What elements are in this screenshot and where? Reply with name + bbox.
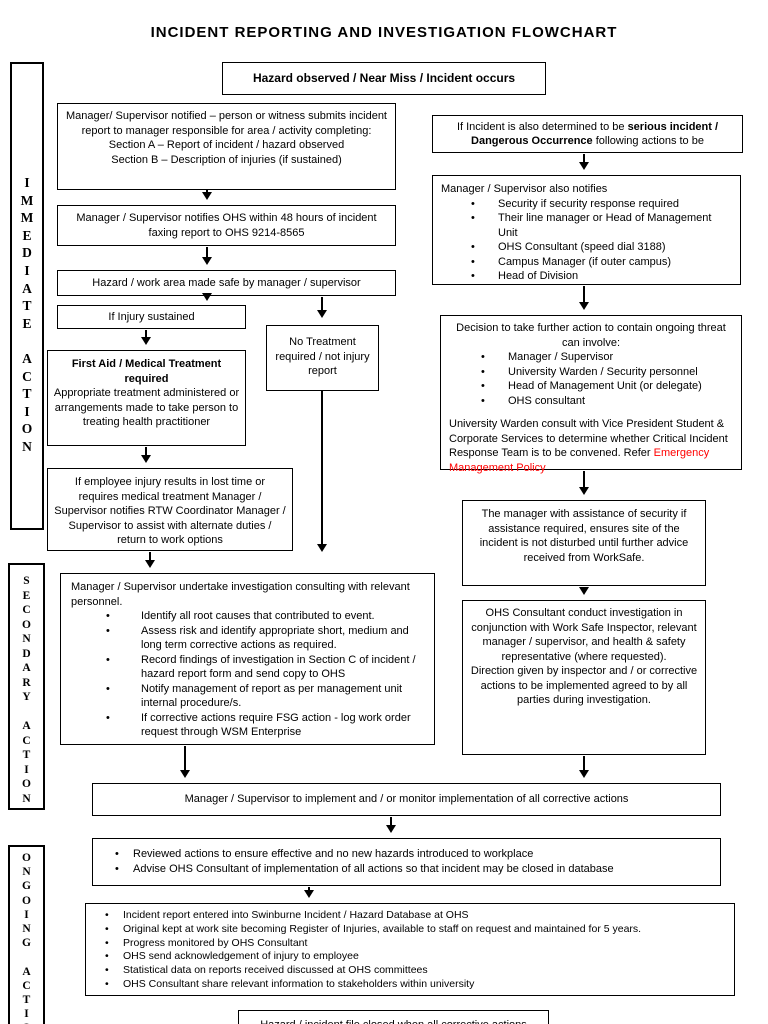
box-worksafe-site: The manager with assistance of security … — [462, 500, 706, 586]
list-item: Head of Division — [441, 269, 732, 284]
database-list: Incident report entered into Swinburne I… — [90, 909, 730, 992]
box-rtw-coordinator: If employee injury results in lost time … — [47, 468, 293, 551]
list-item: Manager / Supervisor — [449, 350, 733, 365]
list-item: Statistical data on reports received dis… — [90, 964, 730, 978]
page-title: INCIDENT REPORTING AND INVESTIGATION FLO… — [150, 24, 618, 41]
list-item: Security if security response required — [441, 197, 732, 212]
box-reviewed-actions: Reviewed actions to ensure effective and… — [92, 838, 721, 886]
box-investigation: Manager / Supervisor undertake investiga… — [60, 573, 435, 745]
list-item: OHS Consultant (speed dial 3188) — [441, 240, 732, 255]
arrow-down-reviewed-to-database — [304, 887, 314, 898]
arrow-down-ohs-investigation-to-implement — [579, 756, 589, 778]
first-aid-heading: First Aid / Medical Treatment required — [71, 358, 222, 385]
list-item: Incident report entered into Swinburne I… — [90, 909, 730, 923]
box-hazard-observed: Hazard observed / Near Miss / Incident o… — [222, 62, 546, 95]
box-incident-database: Incident report entered into Swinburne I… — [85, 903, 735, 996]
decision-paragraph-text: University Warden consult with Vice Pres… — [449, 418, 728, 459]
box-first-aid: First Aid / Medical Treatment required A… — [47, 350, 246, 446]
arrow-down-investigation-to-implement — [180, 746, 190, 778]
arrow-down-worksafe-to-ohs-investigation — [579, 587, 589, 595]
list-item: Record findings of investigation in Sect… — [71, 653, 424, 682]
list-item: Advise OHS Consultant of implementation … — [97, 862, 716, 877]
box-bottom-partial: Hazard / incident file closed when all c… — [238, 1010, 549, 1024]
arrow-down-decision-to-worksafe — [579, 471, 589, 495]
list-item: Original kept at work site becoming Regi… — [90, 923, 730, 937]
arrow-down-serious-to-also-notifies — [579, 154, 589, 170]
list-item: Campus Manager (if outer campus) — [441, 255, 732, 270]
arrow-down-implement-to-reviewed — [386, 817, 396, 833]
box-hazard-made-safe: Hazard / work area made safe by manager … — [57, 270, 396, 296]
decision-list: Manager / Supervisor University Warden /… — [449, 350, 733, 408]
list-item: Identify all root causes that contribute… — [71, 609, 424, 624]
list-item: Reviewed actions to ensure effective and… — [97, 847, 716, 862]
decision-paragraph: University Warden consult with Vice Pres… — [449, 417, 733, 475]
box-implement-actions: Manager / Supervisor to implement and / … — [92, 783, 721, 816]
serious-seg: / — [711, 120, 719, 133]
investigation-list: Identify all root causes that contribute… — [71, 609, 424, 740]
serious-seg: following actions to be — [592, 135, 704, 147]
serious-seg-bold: serious incident — [627, 120, 712, 133]
arrow-down-injury-to-first-aid — [141, 330, 151, 345]
box-decision: Decision to take further action to conta… — [440, 315, 742, 474]
investigation-intro: Manager / Supervisor undertake investiga… — [71, 581, 410, 608]
emergency-policy-link[interactable]: Emergency Management Policy — [449, 447, 710, 474]
list-item: If corrective actions require FSG action… — [71, 711, 424, 740]
box-no-treatment: No Treatment required / not injury repor… — [266, 325, 379, 391]
list-item: OHS consultant — [449, 394, 733, 409]
decision-heading: Decision to take further action to conta… — [456, 322, 726, 349]
box-serious-incident: If Incident is also determined to be ser… — [432, 115, 743, 153]
box-also-notifies: Manager / Supervisor also notifies Secur… — [432, 175, 741, 285]
serious-seg: If Incident is also determined to be — [456, 120, 628, 133]
arrow-down-rtw-to-investigation — [145, 552, 155, 568]
list-item: OHS send acknowledgement of injury to em… — [90, 950, 730, 964]
list-item: Assess risk and identify appropriate sho… — [71, 624, 424, 653]
arrow-down-first-aid-to-rtw — [141, 447, 151, 463]
serious-incident-text: If Incident is also determined to be ser… — [439, 120, 736, 149]
also-notifies-list: Security if security response required T… — [441, 197, 732, 284]
list-item: Head of Management Unit (or delegate) — [449, 379, 733, 394]
sidebar-ongoing-action: O N G O I N G A C T I O N — [8, 845, 45, 1024]
arrow-down-safe-to-no-treatment — [317, 297, 327, 318]
arrow-down-ohs-to-safe — [202, 247, 212, 265]
box-ohs-investigation: OHS Consultant conduct investigation in … — [462, 600, 706, 755]
arrow-down-notified-to-ohs — [202, 190, 212, 200]
list-item: Progress monitored by OHS Consultant — [90, 937, 730, 951]
reviewed-list: Reviewed actions to ensure effective and… — [97, 847, 716, 876]
sidebar-immediate-action: I M M E D I A T E A C T I O N — [10, 62, 44, 530]
list-item: OHS Consultant share relevant informatio… — [90, 978, 730, 992]
also-notifies-intro: Manager / Supervisor also notifies — [441, 183, 608, 195]
list-item: Their line manager or Head of Management… — [441, 211, 732, 240]
arrow-down-safe-to-injury — [202, 293, 212, 301]
arrow-down-no-treatment-to-investigation — [317, 391, 327, 552]
serious-seg-bold: Dangerous Occurrence — [471, 135, 593, 147]
box-notifies-ohs: Manager / Supervisor notifies OHS within… — [57, 205, 396, 246]
list-item: Notify management of report as per manag… — [71, 682, 424, 711]
list-item: University Warden / Security personnel — [449, 365, 733, 380]
box-if-injury-sustained: If Injury sustained — [57, 305, 246, 329]
box-manager-notified: Manager/ Supervisor notified – person or… — [57, 103, 396, 190]
first-aid-body: Appropriate treatment administered or ar… — [53, 387, 240, 428]
arrow-down-also-notifies-to-decision — [579, 286, 589, 310]
sidebar-secondary-action: S E C O N D A R Y A C T I O N — [8, 563, 45, 810]
